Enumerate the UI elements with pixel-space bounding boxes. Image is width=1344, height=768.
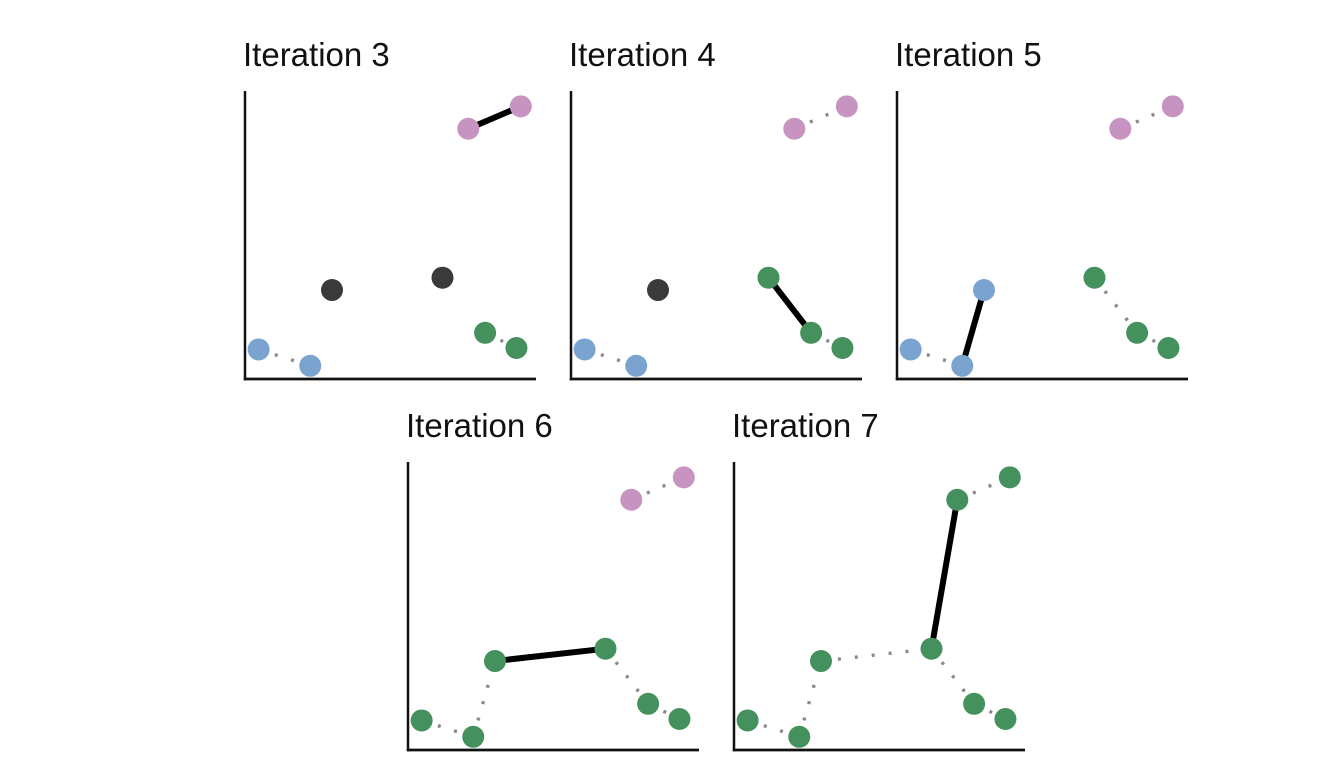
point-G-green: [946, 488, 969, 511]
edge-solid-B-C: [959, 289, 987, 367]
point-D-dark: [431, 266, 454, 289]
point-C-green: [484, 650, 506, 673]
edge-dotted-E-F: [647, 702, 681, 721]
scatter-plot-iteration-5: [895, 91, 1188, 381]
panel-title: Iteration 5: [895, 36, 1042, 73]
point-F-green: [1157, 337, 1180, 360]
edge-dotted-C-D: [820, 646, 932, 663]
point-H-green: [998, 466, 1021, 489]
edge-solid-D-G: [928, 499, 961, 650]
edge-dotted-D-E: [604, 647, 650, 705]
point-B-blue: [299, 354, 322, 377]
point-F-green: [994, 708, 1017, 731]
point-D-green: [757, 266, 780, 289]
edge-dotted-E-F: [1136, 331, 1170, 350]
scatter-plot-iteration-3: [243, 91, 536, 381]
edge-solid-C-D: [494, 645, 606, 665]
scatter-plot-iteration-6: [406, 462, 699, 752]
point-D-green: [594, 637, 617, 660]
scatter-plot-iteration-7: [732, 462, 1025, 752]
point-H-pink: [672, 466, 695, 489]
point-F-green: [831, 337, 854, 360]
point-F-green: [668, 708, 691, 731]
point-E-green: [637, 692, 660, 715]
edge-dotted-E-F: [973, 702, 1007, 721]
point-C-blue: [973, 279, 995, 302]
point-C-dark: [647, 279, 669, 302]
panel-iteration-5: Iteration 5: [895, 38, 1201, 400]
panel-title: Iteration 6: [406, 407, 553, 444]
point-G-pink: [783, 117, 806, 140]
point-E-green: [474, 321, 497, 344]
point-B-blue: [951, 354, 974, 377]
edge-dotted-E-F: [810, 331, 844, 350]
edge-dotted-B-C: [471, 660, 497, 738]
point-H-pink: [1161, 95, 1184, 118]
point-G-pink: [1109, 117, 1132, 140]
point-B-green: [462, 725, 485, 748]
point-E-green: [963, 692, 986, 715]
point-F-green: [505, 337, 528, 360]
scatter-plot-iteration-4: [569, 91, 862, 381]
point-E-green: [1126, 321, 1149, 344]
point-C-dark: [321, 279, 343, 302]
point-H-pink: [835, 95, 858, 118]
point-A-green: [736, 709, 759, 732]
point-D-green: [920, 637, 943, 660]
point-A-blue: [573, 338, 596, 361]
point-G-pink: [457, 117, 480, 140]
point-E-green: [800, 321, 823, 344]
point-B-blue: [625, 354, 648, 377]
point-B-green: [788, 725, 811, 748]
panel-iteration-6: Iteration 6: [406, 409, 712, 768]
point-D-green: [1083, 266, 1106, 289]
point-A-green: [410, 709, 433, 732]
point-A-blue: [247, 338, 270, 361]
point-C-green: [810, 650, 832, 673]
panel-iteration-7: Iteration 7: [732, 409, 1038, 768]
panel-title: Iteration 7: [732, 407, 879, 444]
edge-dotted-D-E: [1093, 276, 1139, 334]
edge-dotted-D-E: [930, 647, 976, 705]
point-G-pink: [620, 488, 643, 511]
panel-title: Iteration 3: [243, 36, 390, 73]
edge-dotted-E-F: [484, 331, 518, 350]
panel-iteration-3: Iteration 3: [243, 38, 549, 400]
edge-dotted-B-C: [797, 660, 823, 738]
panel-iteration-4: Iteration 4: [569, 38, 875, 400]
point-A-blue: [899, 338, 922, 361]
point-H-pink: [509, 95, 532, 118]
panel-title: Iteration 4: [569, 36, 716, 73]
edge-solid-D-E: [766, 275, 814, 335]
